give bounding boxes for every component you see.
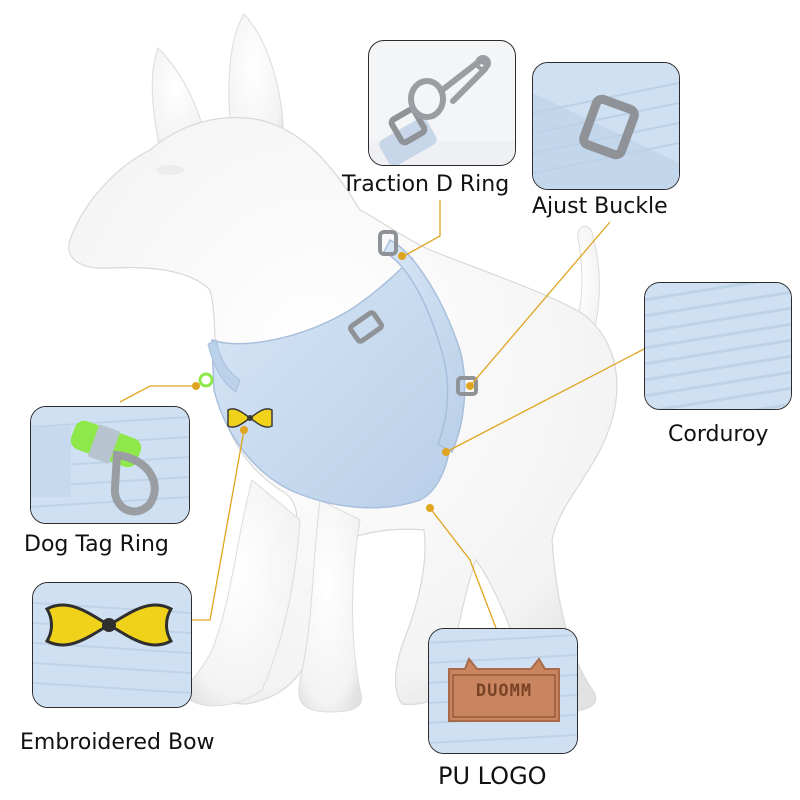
corduroy-fabric-texture <box>645 283 791 409</box>
dog-ear-front <box>228 13 285 149</box>
leader-buckle <box>469 221 611 387</box>
inset-traction-d-ring <box>368 40 516 166</box>
label-traction-d-ring: Traction D Ring <box>342 172 510 197</box>
harness-back-strap <box>382 238 466 454</box>
leader-traction <box>403 200 441 257</box>
inset-embroidered-bow <box>32 582 192 708</box>
dot-traction <box>398 252 406 260</box>
leader-dog-tag <box>119 385 196 403</box>
dog-front-leg-right <box>298 499 362 713</box>
dog-front-leg-left <box>186 479 301 707</box>
dot-bow <box>240 426 248 434</box>
pu-logo-text: DUOMM <box>475 681 533 701</box>
pu-logo-patch <box>429 629 577 753</box>
strap-adjust-buckle <box>456 376 478 396</box>
inset-corduroy <box>644 282 792 410</box>
dot-dog-tag <box>192 382 200 390</box>
inset-dog-tag-ring <box>30 406 190 524</box>
vest-bow-small <box>227 408 273 428</box>
d-ring-snap-hook-icon <box>369 55 515 165</box>
label-pu-logo: PU LOGO <box>438 762 547 790</box>
vest-adjust-buckle <box>348 310 384 344</box>
inset-ajust-buckle <box>532 62 680 190</box>
label-ajust-buckle: Ajust Buckle <box>532 194 668 219</box>
label-dog-tag-ring: Dog Tag Ring <box>24 532 169 557</box>
dot-buckle <box>466 382 474 390</box>
adjust-buckle-icon <box>533 63 679 189</box>
leader-logo <box>429 507 497 629</box>
neck-dog-tag-ring <box>198 372 214 388</box>
embroidered-bow-icon <box>33 583 191 707</box>
dot-logo <box>426 504 434 512</box>
harness-neck-strap <box>207 339 241 393</box>
dog-eye <box>156 165 184 175</box>
label-embroidered-bow: Embroidered Bow <box>20 730 215 755</box>
label-corduroy: Corduroy <box>668 422 769 447</box>
leader-corduroy <box>445 347 647 453</box>
dot-corduroy <box>442 448 450 456</box>
dog-tag-ring-icon <box>31 407 189 523</box>
back-traction-ring <box>378 230 398 256</box>
inset-pu-logo: DUOMM <box>428 628 578 754</box>
